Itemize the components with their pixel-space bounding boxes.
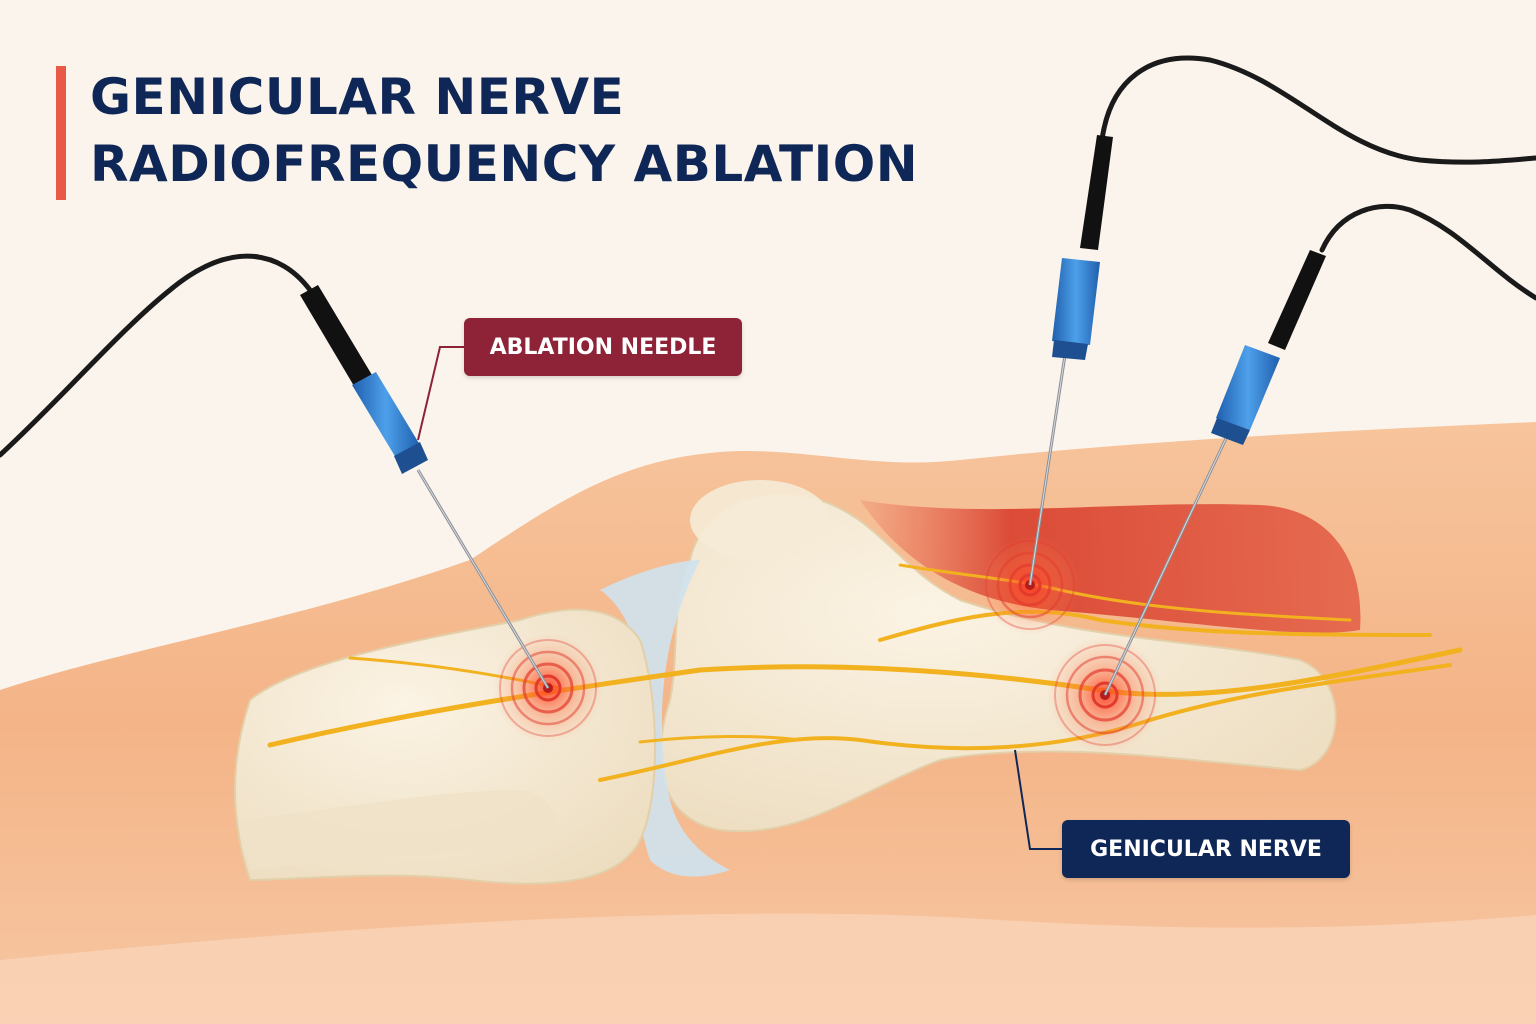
joint-cartilage: [600, 560, 730, 877]
title-line-1: GENICULAR NERVE: [90, 68, 625, 126]
rf-cables: [0, 55, 1536, 458]
fibula-bone: [240, 790, 558, 870]
nerve-lower: [598, 663, 1452, 782]
nerve-joint-branch: [638, 734, 802, 744]
cable-middle: [1099, 55, 1536, 165]
patella: [690, 480, 830, 560]
genicular-nerve-label: GENICULAR NERVE: [1062, 820, 1350, 878]
ablation-needle-label: ABLATION NEEDLE: [464, 318, 742, 376]
cable-left: [0, 253, 313, 458]
genicular-nerves: [267, 563, 1463, 782]
title-accent-bar: [56, 66, 66, 200]
cable-right: [1319, 203, 1536, 301]
nerve-upper: [878, 609, 1432, 642]
thigh-muscle: [860, 500, 1361, 633]
needle-label-leader: [417, 346, 464, 441]
nerve-main: [267, 647, 1463, 748]
title-line-2: RADIOFREQUENCY ABLATION: [90, 135, 919, 193]
nerve-label-leader: [1014, 749, 1062, 850]
page-title: GENICULAR NERVE RADIOFREQUENCY ABLATION: [90, 64, 918, 198]
ablation-needle-1: [300, 285, 550, 689]
ablation-needle-2: [1028, 135, 1113, 586]
leg-lower-shadow: [0, 913, 1536, 1024]
ablation-needle-3: [1103, 250, 1326, 696]
nerve-femoral-branch: [898, 563, 1352, 622]
